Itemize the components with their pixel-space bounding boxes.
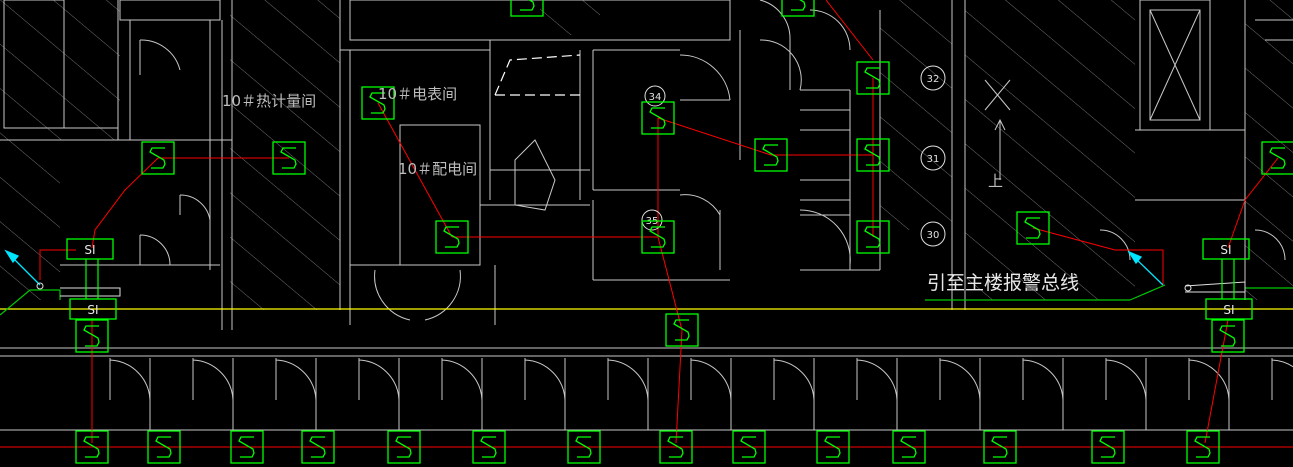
red-wiring (0, 0, 1293, 448)
wall-lines (0, 0, 1293, 431)
hatched-wall-areas (0, 0, 1293, 310)
door-arc (109, 358, 151, 430)
room-label-power-room: 10＃配电间 (398, 160, 477, 178)
smoke-detector-icon (510, 0, 544, 17)
bus-note-label: 引至主楼报警总线 (927, 272, 1079, 294)
door-arc (939, 358, 981, 430)
door-arc (441, 358, 483, 430)
cyan-arrow-icon (4, 249, 1164, 286)
door-arc (1188, 358, 1230, 430)
bubble-32: 32 (927, 74, 940, 85)
smoke-detector-icon (781, 0, 815, 17)
door-arc (1022, 358, 1064, 430)
smoke-detector-icon (1211, 319, 1245, 353)
door-arc (690, 358, 732, 430)
bubble-34: 34 (649, 92, 662, 103)
door-arc (1271, 358, 1293, 400)
green-wire (0, 284, 1293, 316)
door-arc (358, 358, 400, 430)
door-arc (524, 358, 566, 430)
isolation-modules: SI SI SI SI (66, 238, 1253, 320)
door-arc (773, 358, 815, 430)
bubble-30: 30 (927, 230, 940, 241)
dashed-outline (494, 54, 581, 96)
door-arc (1105, 358, 1147, 430)
si-module-label: SI (1223, 303, 1234, 317)
si-module-label: SI (1220, 243, 1231, 257)
room-label-meter-room: 10＃电表间 (378, 85, 457, 103)
room-label-heat-meter: 10＃热计量间 (222, 92, 316, 110)
si-module-label: SI (84, 243, 95, 257)
door-arc (856, 358, 898, 430)
bubble-31: 31 (927, 154, 940, 165)
junction-marks (36, 281, 1246, 297)
stair-up-label: 上 (988, 172, 1003, 190)
corridor-door-arcs (109, 358, 1293, 430)
door-arc (192, 358, 234, 430)
stair-symbol (984, 9, 1201, 180)
door-arc (607, 358, 649, 430)
door-arc (275, 358, 317, 430)
si-module-label: SI (87, 303, 98, 317)
